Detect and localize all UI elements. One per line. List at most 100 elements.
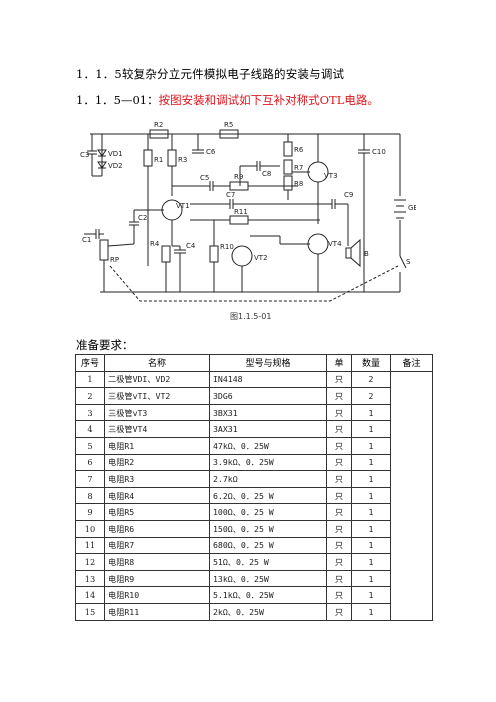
cell-name: 电阻R5 (104, 503, 210, 521)
label-vt1: VT1 (176, 202, 190, 210)
cell-spec: 51Ω、0．25 W (209, 553, 327, 571)
cell-qty: 1 (351, 519, 391, 538)
label-r6: R6 (294, 146, 304, 154)
label-vt4: VT4 (328, 240, 342, 248)
cell-no: 1 (75, 370, 105, 389)
cell-spec: 680Ω、0．25 W (209, 536, 327, 555)
label-vd1: VD1 (108, 150, 123, 158)
cell-qty: 1 (351, 569, 391, 588)
cell-qty: 2 (351, 370, 391, 389)
cell-name: 电阻R7 (104, 536, 210, 555)
cell-unit: 只 (326, 420, 352, 438)
cell-name: 电阻R8 (104, 553, 210, 571)
cell-name: 电阻R6 (104, 519, 210, 538)
label-r7: R7 (294, 164, 303, 172)
section-heading: 1．1．5较复杂分立元件模拟电子线路的安装与调试 (76, 67, 345, 81)
label-c3: C3 (80, 151, 89, 159)
header-qty: 数量 (351, 354, 391, 372)
cell-spec: 3AX31 (209, 420, 327, 438)
prep-title: 准备要求： (76, 338, 134, 352)
header-unit: 单 (326, 354, 352, 372)
cell-unit: 只 (326, 519, 352, 538)
cell-note (390, 370, 433, 621)
task-text: 按图安装和调试如下互补对称式OTL电路。 (158, 93, 379, 107)
header-no: 序号 (75, 354, 105, 372)
cell-name: 三极管vTI、VT2 (104, 387, 210, 405)
label-r5: R5 (224, 121, 233, 129)
cell-name: 电阻R10 (104, 586, 210, 604)
label-r10: R10 (220, 243, 234, 251)
label-c4: C4 (186, 242, 196, 250)
cell-spec: 3DG6 (209, 387, 327, 405)
cell-qty: 1 (351, 536, 391, 555)
cell-no: 4 (75, 420, 105, 438)
label-c2: C2 (138, 214, 147, 222)
cell-unit: 只 (326, 436, 352, 455)
label-vd2: VD2 (108, 162, 123, 170)
cell-no: 15 (75, 602, 105, 621)
cell-name: 三极管VT4 (104, 420, 210, 438)
cell-spec: 5.1kΩ、0．25W (209, 586, 327, 604)
label-c9: C9 (344, 191, 353, 199)
cell-unit: 只 (326, 586, 352, 604)
cell-qty: 1 (351, 602, 391, 621)
header-note: 备注 (390, 354, 433, 372)
cell-unit: 只 (326, 503, 352, 521)
cell-no: 11 (75, 536, 105, 555)
cell-qty: 1 (351, 403, 391, 422)
cell-unit: 只 (326, 453, 352, 472)
label-r3: R3 (178, 156, 187, 164)
cell-unit: 只 (326, 553, 352, 571)
cell-name: 电阻R4 (104, 486, 210, 505)
cell-unit: 只 (326, 470, 352, 488)
cell-name: 电阻R3 (104, 470, 210, 488)
cell-unit: 只 (326, 569, 352, 588)
cell-spec: 100Ω、0．25 W (209, 503, 327, 521)
cell-no: 9 (75, 503, 105, 521)
cell-no: 7 (75, 470, 105, 488)
cell-spec: 3BX31 (209, 403, 327, 422)
cell-name: 三极管vT3 (104, 403, 210, 422)
cell-unit: 只 (326, 387, 352, 405)
header-spec: 型号与规格 (209, 354, 327, 372)
cell-name: 电阻R9 (104, 569, 210, 588)
cell-no: 12 (75, 553, 105, 571)
cell-qty: 1 (351, 553, 391, 571)
cell-no: 10 (75, 519, 105, 538)
cell-qty: 1 (351, 436, 391, 455)
cell-no: 8 (75, 486, 105, 505)
cell-name: 电阻R1 (104, 436, 210, 455)
circuit-diagram: R2 R5 C3 VD1 VD2 R1 R3 C6 R6 R7 R8 C8 C1… (80, 121, 416, 302)
cell-spec: 13kΩ、0．25W (209, 569, 327, 588)
cell-unit: 只 (326, 602, 352, 621)
cell-qty: 1 (351, 486, 391, 505)
cell-no: 6 (75, 453, 105, 472)
cell-spec: IN4148 (209, 370, 327, 389)
label-r9: R9 (234, 173, 243, 181)
table-header-row: 序号 名称 型号与规格 单 数量 备注 (75, 354, 433, 372)
label-c10: C10 (372, 148, 386, 156)
cell-qty: 1 (351, 420, 391, 438)
label-r2: R2 (154, 121, 163, 129)
cell-no: 5 (75, 436, 105, 455)
label-c8: C8 (262, 170, 271, 178)
cell-spec: 47kΩ、0．25W (209, 436, 327, 455)
cell-no: 3 (75, 403, 105, 422)
label-r1: R1 (154, 156, 163, 164)
cell-qty: 1 (351, 586, 391, 604)
label-vt3: VT3 (324, 172, 338, 180)
label-c1: C1 (82, 236, 91, 244)
figure-caption: 图1.1.5-01 (230, 312, 272, 321)
cell-unit: 只 (326, 486, 352, 505)
cell-name: 电阻R11 (104, 602, 210, 621)
